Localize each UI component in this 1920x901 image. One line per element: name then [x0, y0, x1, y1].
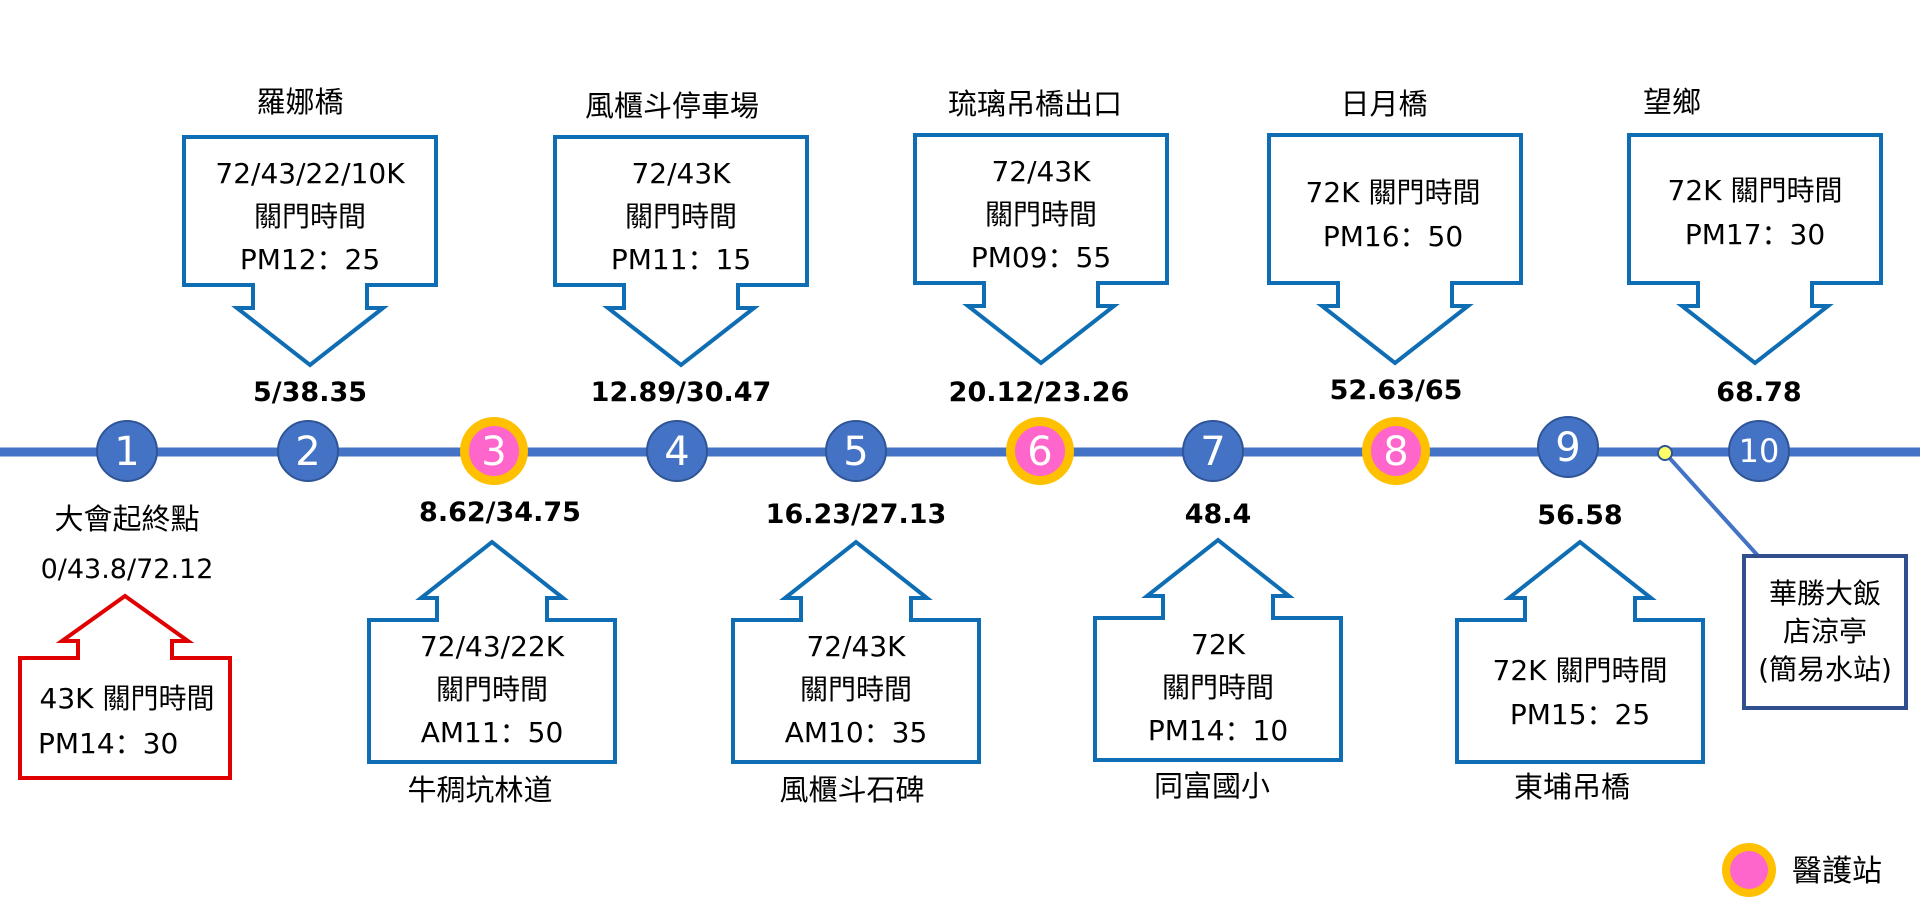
water-station-connector [1663, 451, 1762, 560]
station-8-name: 日月橋 [1340, 87, 1427, 121]
legend: 醫護站 [1722, 843, 1882, 897]
station-6-circle [1015, 426, 1065, 476]
start-name: 大會起終點 [54, 502, 199, 536]
station-2-cutoff-1: 72/43/22/10K [215, 157, 405, 190]
water-station-line2: 店涼亭 [1783, 615, 1867, 648]
station-7-name: 同富國小 [1154, 769, 1270, 803]
station-7-cutoff-2: 關門時間 [1162, 671, 1274, 704]
station-10-cutoff-2: PM17：30 [1685, 218, 1825, 251]
station-5-name: 風櫃斗石碑 [779, 773, 924, 807]
station-4-distance: 12.89/30.47 [591, 377, 772, 408]
station-5-cutoff-3: AM10：35 [785, 716, 928, 749]
station-9-marker: 9 [1537, 416, 1599, 478]
station-2-distance: 5/38.35 [253, 377, 367, 408]
station-3-number: 3 [481, 429, 506, 475]
station-6-number: 6 [1027, 429, 1052, 475]
station-2-cutoff-3: PM12：25 [240, 243, 380, 276]
station-4-number: 4 [664, 429, 689, 475]
start-cutoff-line2: PM14：30 [38, 727, 178, 760]
start-cutoff-line1: 43K 關門時間 [40, 682, 215, 715]
station-6-callout [913, 133, 1169, 366]
station-3-cutoff-1: 72/43/22K [420, 630, 565, 663]
station-7-circle [1182, 420, 1244, 482]
station-10-number: 10 [1739, 432, 1780, 470]
start-distance: 0/43.8/72.12 [41, 554, 214, 585]
station-10-cutoff-1: 72K 關門時間 [1668, 174, 1843, 207]
station-4-marker: 4 [646, 420, 708, 482]
station-9-number: 9 [1555, 425, 1580, 471]
station-2-callout [182, 135, 438, 368]
station-9-distance: 56.58 [1537, 500, 1622, 531]
station-4-cutoff-3: PM11：15 [611, 243, 751, 276]
station-1-number: 1 [114, 429, 139, 475]
station-6-cutoff-3: PM09：55 [971, 241, 1111, 274]
station-2-name: 羅娜橋 [256, 85, 343, 119]
station-10-marker: 10 [1728, 420, 1790, 482]
station-9-circle [1537, 416, 1599, 478]
station-9-callout [1455, 539, 1705, 764]
station-3-marker: 3 [460, 417, 528, 485]
station-8-cutoff-2: PM16：50 [1323, 220, 1463, 253]
station-8-distance: 52.63/65 [1330, 375, 1463, 406]
station-3-cutoff-3: AM11：50 [421, 716, 564, 749]
station-5-cutoff-1: 72/43K [806, 630, 906, 663]
station-8-marker: 8 [1362, 417, 1430, 485]
station-4-name: 風櫃斗停車場 [585, 89, 759, 123]
station-2-circle [277, 420, 339, 482]
station-7-distance: 48.4 [1185, 499, 1252, 530]
water-station-line1: 華勝大飯 [1769, 577, 1881, 610]
station-5-circle [825, 420, 887, 482]
station-4-circle [646, 420, 708, 482]
station-7-callout [1093, 537, 1343, 762]
station-5-callout [731, 539, 981, 764]
station-5-marker: 5 [825, 420, 887, 482]
station-6-distance: 20.12/23.26 [949, 377, 1130, 408]
station-4-callout [553, 135, 809, 368]
station-9-cutoff-2: PM15：25 [1510, 698, 1650, 731]
station-3-circle [469, 426, 519, 476]
water-station-dot [1657, 445, 1673, 461]
station-3-name: 牛稠坑林道 [407, 773, 552, 807]
station-1-circle [96, 420, 158, 482]
station-2-cutoff-2: 關門時間 [254, 200, 366, 233]
station-6-marker: 6 [1006, 417, 1074, 485]
station-6-cutoff-2: 關門時間 [985, 198, 1097, 231]
station-4-cutoff-2: 關門時間 [625, 200, 737, 233]
station-7-marker: 7 [1182, 420, 1244, 482]
station-6-name: 琉璃吊橋出口 [948, 87, 1122, 121]
station-9-name: 東埔吊橋 [1514, 770, 1630, 804]
station-8-cutoff-1: 72K 關門時間 [1306, 176, 1481, 209]
station-7-cutoff-1: 72K [1191, 628, 1246, 661]
station-10-circle [1728, 420, 1790, 482]
station-2-number: 2 [295, 429, 320, 475]
station-5-cutoff-2: 關門時間 [800, 673, 912, 706]
station-10-distance: 68.78 [1716, 377, 1801, 408]
station-4-cutoff-1: 72/43K [631, 157, 731, 190]
station-5-number: 5 [843, 429, 868, 475]
station-10-name: 望鄉 [1643, 85, 1701, 119]
station-1-marker: 1 [96, 420, 158, 482]
station-10-callout [1627, 133, 1883, 366]
water-station-line3: (簡易水站) [1758, 653, 1892, 686]
station-3-cutoff-2: 關門時間 [436, 673, 548, 706]
station-7-number: 7 [1200, 429, 1225, 475]
station-8-number: 8 [1383, 429, 1408, 475]
station-8-circle [1371, 426, 1421, 476]
station-7-cutoff-3: PM14：10 [1148, 714, 1288, 747]
station-5-distance: 16.23/27.13 [766, 499, 947, 530]
station-3-callout [367, 539, 617, 764]
legend-medical-label: 醫護站 [1792, 854, 1882, 889]
station-8-callout [1267, 133, 1523, 366]
water-station-box [1742, 554, 1908, 710]
station-6-cutoff-1: 72/43K [991, 155, 1091, 188]
station-2-marker: 2 [277, 420, 339, 482]
station-9-cutoff-1: 72K 關門時間 [1493, 654, 1668, 687]
start-cutoff-callout [18, 593, 232, 780]
legend-medical-circle [1730, 851, 1768, 889]
station-3-distance: 8.62/34.75 [419, 497, 581, 528]
